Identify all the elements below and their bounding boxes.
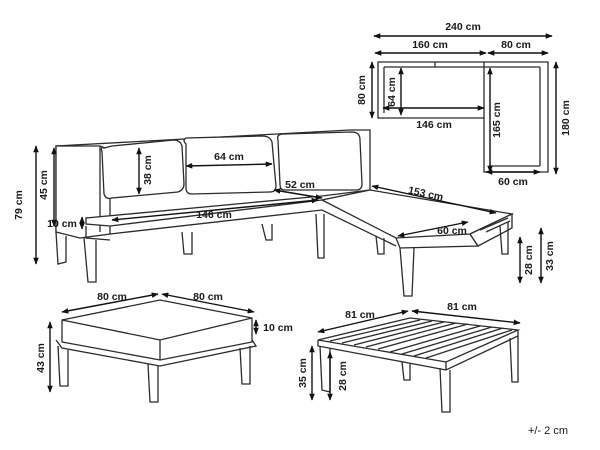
chaise-seat-width-label: 60 cm xyxy=(437,225,467,237)
ottoman-height-label: 43 cm xyxy=(35,343,47,373)
sofa-drawing: 79 cm 45 cm 10 cm 38 cm 64 cm 146 cm 52 … xyxy=(13,129,556,297)
sofa-total-height-label: 79 cm xyxy=(13,190,25,220)
plan-back-depth-label: 64 cm xyxy=(386,77,398,107)
plan-view: 240 cm 160 cm 80 cm 80 cm 64 cm 146 cm 1… xyxy=(356,21,572,188)
table-height-label: 35 cm xyxy=(297,358,309,388)
chaise-leg-height-label: 28 cm xyxy=(523,245,535,275)
plan-depth-label: 80 cm xyxy=(356,75,368,105)
plan-total-length-label: 180 cm xyxy=(560,100,572,136)
table-width-label: 81 cm xyxy=(345,309,375,321)
sofa-cushion-height-label: 38 cm xyxy=(142,155,154,185)
plan-outline xyxy=(377,61,549,173)
plan-chaise-seat-length-label: 165 cm xyxy=(491,102,503,138)
plan-chaise-seat-width-label: 60 cm xyxy=(498,176,528,188)
sofa-back-height-label: 45 cm xyxy=(38,170,50,200)
plan-sofa-width-label: 160 cm xyxy=(412,39,448,51)
ottoman-drawing: 80 cm 80 cm 10 cm 43 cm xyxy=(35,291,293,403)
sofa-cushion-width-label: 64 cm xyxy=(214,151,244,163)
table-drawing: 81 cm 81 cm 35 cm 28 cm xyxy=(297,301,521,413)
tolerance-note: +/- 2 cm xyxy=(528,425,568,437)
sofa-seat-thickness-label: 10 cm xyxy=(47,218,77,230)
plan-seat-width-label: 146 cm xyxy=(416,119,452,131)
ottoman-cushion-thickness-label: 10 cm xyxy=(263,322,293,334)
ottoman-width-label: 80 cm xyxy=(97,291,127,303)
table-depth-label: 81 cm xyxy=(447,301,477,313)
table-slats xyxy=(329,319,513,359)
sofa-seat-width-label: 146 cm xyxy=(196,209,232,221)
table-leg-height-label: 28 cm xyxy=(337,361,349,391)
chaise-seat-height-label: 33 cm xyxy=(544,241,556,271)
sofa-corner-width-label: 52 cm xyxy=(285,179,315,191)
ottoman-depth-label: 80 cm xyxy=(193,291,223,303)
plan-chaise-width-label: 80 cm xyxy=(501,39,531,51)
plan-total-width-label: 240 cm xyxy=(445,21,481,33)
